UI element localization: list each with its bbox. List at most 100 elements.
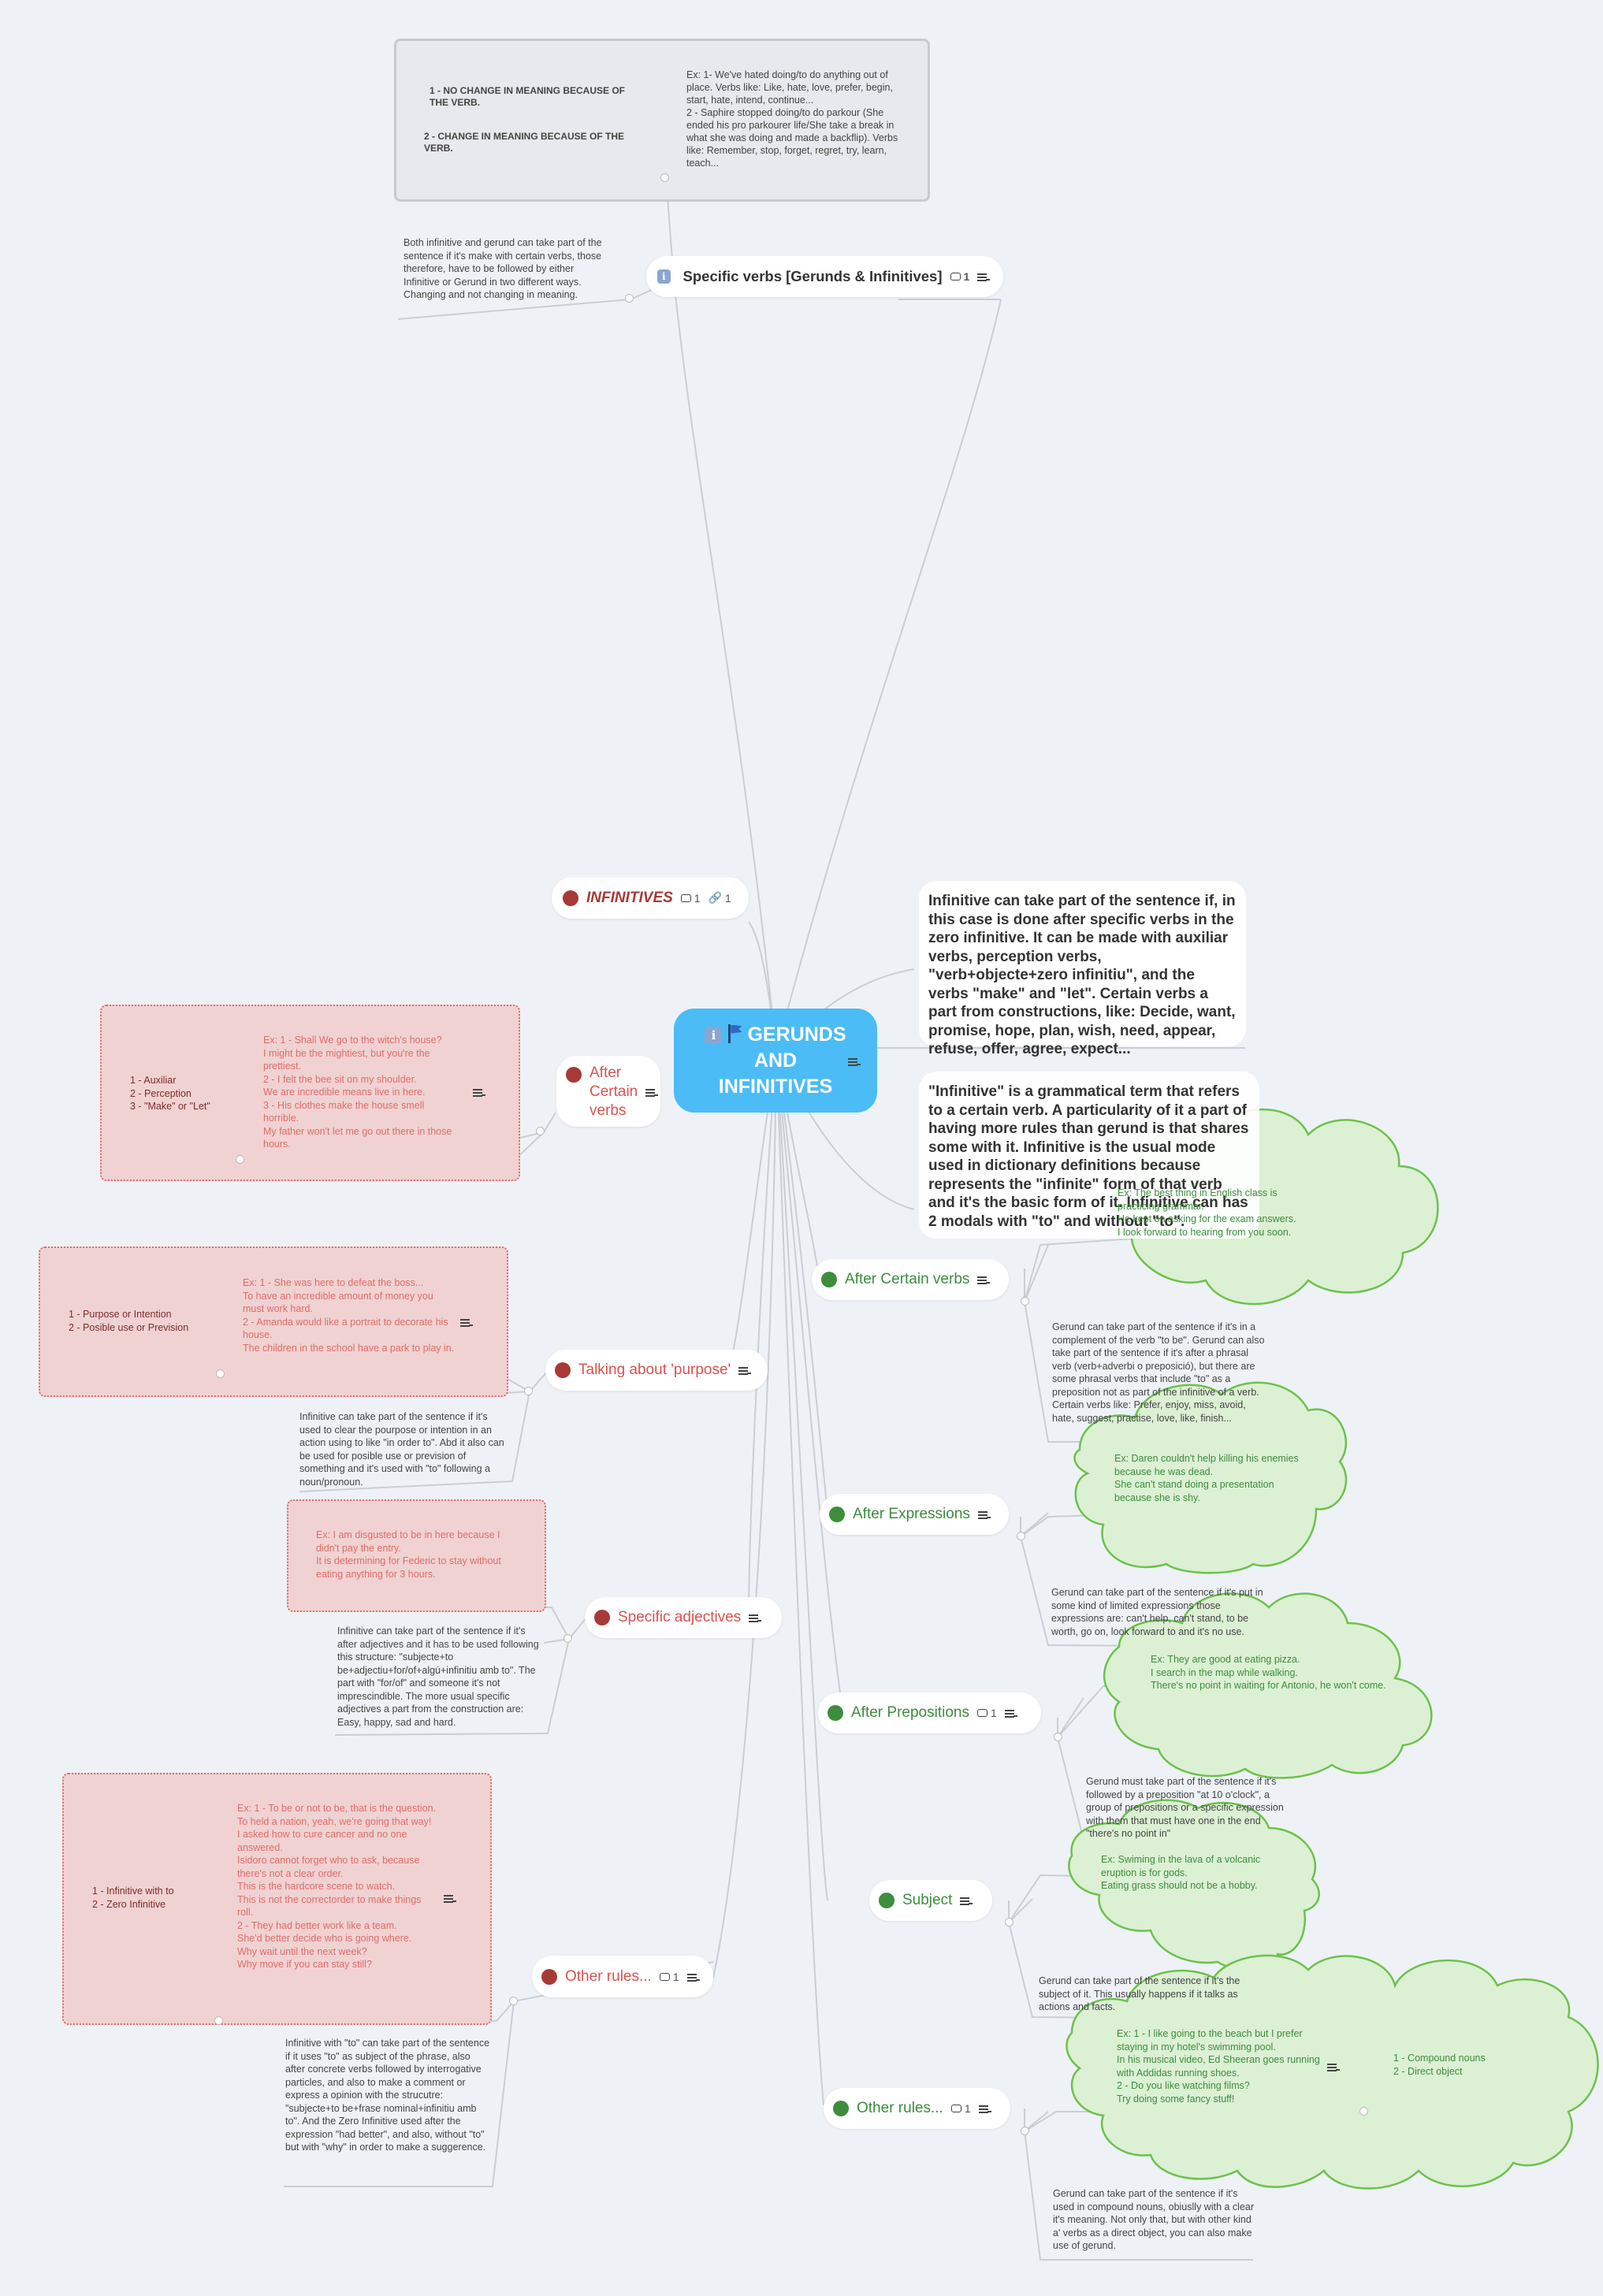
infinitive-dot-icon [563,890,578,906]
adjectives-examples: Ex: I am disgusted to be in here because… [316,1529,501,1580]
subject-label: Subject [902,1892,953,1908]
note-icon [1327,2062,1340,2071]
prepositions-label: After Prepositions [851,1704,969,1721]
change-meaning-label: 2 - CHANGE IN MEANING BECAUSE OF THE VER… [424,131,625,154]
prepositions-handle[interactable] [1054,1733,1062,1741]
comment-icon [659,1972,670,1981]
comment-icon [950,273,961,280]
other-infinitive-examples: Ex: 1 - To be or not to be, that is the … [237,1803,437,1970]
cloud-shapes [1066,1108,1599,2190]
adjectives-label: Specific adjectives [618,1609,742,1625]
note-icon [978,2104,991,2113]
purpose-box-handle[interactable] [216,1369,225,1378]
other-infinitive-label: Other rules... [565,1967,652,1985]
purpose-node[interactable]: Talking about 'purpose' [545,1350,768,1391]
box-connector-handle[interactable] [660,173,669,182]
gerund-dot-icon [828,1705,843,1721]
after-verbs-infinitive-node[interactable]: After Certain verbs [556,1056,660,1127]
purpose-box [39,1246,508,1397]
note-icon [738,1365,752,1375]
subject-node[interactable]: Subject [869,1880,992,1921]
no-change-meaning-label: 1 - NO CHANGE IN MEANING BECAUSE OF THE … [430,85,626,108]
adjectives-node[interactable]: Specific adjectives [585,1597,782,1638]
other-gerund-node[interactable]: Other rules... 1 [824,2088,1010,2129]
expressions-node[interactable]: After Expressions [820,1494,1009,1535]
subject-examples: Ex: Swiming in the lava of a volcanic er… [1101,1854,1261,1891]
purpose-label: Talking about 'purpose' [578,1362,731,1378]
other-infinitive-box-handle[interactable] [214,2016,223,2025]
specific-verbs-note: Both infinitive and gerund can take part… [404,237,602,300]
cloud-subject [1068,1799,1320,1970]
note-icon [960,1896,973,1905]
expressions-label: After Expressions [853,1506,970,1522]
comment-count: 1 [950,270,969,283]
cloud-expressions [1073,1381,1348,1574]
subject-handle[interactable] [1005,1918,1013,1926]
purpose-branch-handle[interactable] [524,1387,533,1395]
infinitive-dot-icon [541,1968,557,1985]
comment-icon [950,2105,961,2112]
link-icon: 🔗 [708,891,723,904]
other-gerund-label: Other rules... [857,2100,943,2116]
after-verbs-handle[interactable] [236,1155,244,1164]
specific-verbs-node[interactable]: i Specific verbs [Gerunds & Infinitives]… [646,256,1003,297]
after-verbs-infinitive-examples: Ex: 1 - Shall We go to the witch's house… [263,1035,452,1150]
adjectives-note: Infinitive can take part of the sentence… [337,1625,539,1728]
info-icon: i [705,1026,723,1044]
specific-verbs-note-handle[interactable] [625,294,634,303]
gerund-after-verbs-note: Gerund can take part of the sentence if … [1052,1321,1265,1424]
infinitive-dot-icon [555,1362,571,1378]
gerund-dot-icon [829,1507,845,1522]
infinitive-definition-2: "Infinitive" is a grammatical term that … [919,1072,1259,1239]
cloud-other-gerund [1066,1954,1599,2190]
specific-verbs-examples: Ex: 1- We've hated doing/to do anything … [686,69,898,169]
note-icon [444,1893,456,1903]
other-gerund-handle[interactable] [1021,2127,1029,2135]
note-icon [1004,1708,1017,1718]
infinitives-node[interactable]: INFINITIVES 1 🔗1 [552,877,749,919]
gerund-after-verbs-node[interactable]: After Certain verbs [812,1259,1009,1300]
comment-count: 1 [680,892,701,905]
central-note-icon [848,1057,861,1066]
other-gerund-cloud-handle[interactable] [1359,2107,1368,2116]
purpose-examples: Ex: 1 - She was here to defeat the boss.… [243,1277,455,1354]
gerund-after-verbs-examples: Ex: The best thing in English class is p… [1118,1187,1296,1238]
adjectives-branch-handle[interactable] [563,1634,572,1643]
infinitive-definition-1: Infinitive can take part of the sentence… [919,881,1246,1057]
other-infinitive-box [62,1773,492,2025]
other-gerund-note: Gerund can take part of the sentence if … [1053,2188,1255,2251]
specific-verbs-label: Specific verbs [Gerunds & Infinitives] [682,268,943,284]
expressions-note: Gerund can take part of the sentence if … [1051,1587,1263,1637]
other-infinitive-node[interactable]: Other rules... 1 [532,1956,713,1997]
adjectives-box [287,1499,546,1612]
expressions-examples: Ex: Daren couldn't help killing his enem… [1114,1453,1299,1503]
subject-note: Gerund can take part of the sentence if … [1039,1975,1240,2012]
note-icon [645,1087,658,1097]
other-gerund-examples: Ex: 1 - I like going to the beach but I … [1117,2028,1320,2105]
after-verbs-branch-handle[interactable] [536,1127,545,1135]
prepositions-examples: Ex: They are good at eating pizza. I sea… [1151,1654,1386,1691]
note-icon [977,272,990,281]
note-icon [460,1317,473,1327]
gerund-dot-icon [833,2101,849,2116]
other-infinitive-branch-handle[interactable] [509,1997,518,2005]
flag-icon [727,1024,742,1043]
gerund-dot-icon [821,1272,837,1287]
note-icon [473,1087,485,1097]
comment-count: 1 [659,1971,679,1983]
comment-icon [680,894,691,902]
infinitives-label: INFINITIVES [586,889,673,906]
prepositions-node[interactable]: After Prepositions 1 [818,1692,1041,1733]
gerund-after-verbs-handle[interactable] [1021,1297,1029,1306]
cloud-prepositions [1103,1592,1433,1779]
link-count: 🔗1 [708,891,731,905]
note-icon [977,1275,991,1284]
note-icon [977,1510,991,1519]
prepositions-note: Gerund must take part of the sentence if… [1086,1776,1284,1839]
expressions-handle[interactable] [1017,1532,1025,1540]
gerund-after-verbs-label: After Certain verbs [845,1271,970,1287]
other-infinitive-list: 1 - Infinitive with to 2 - Zero Infiniti… [92,1885,174,1910]
purpose-list: 1 - Purpose or Intention 2 - Posible use… [69,1309,189,1333]
note-icon [686,1972,701,1982]
